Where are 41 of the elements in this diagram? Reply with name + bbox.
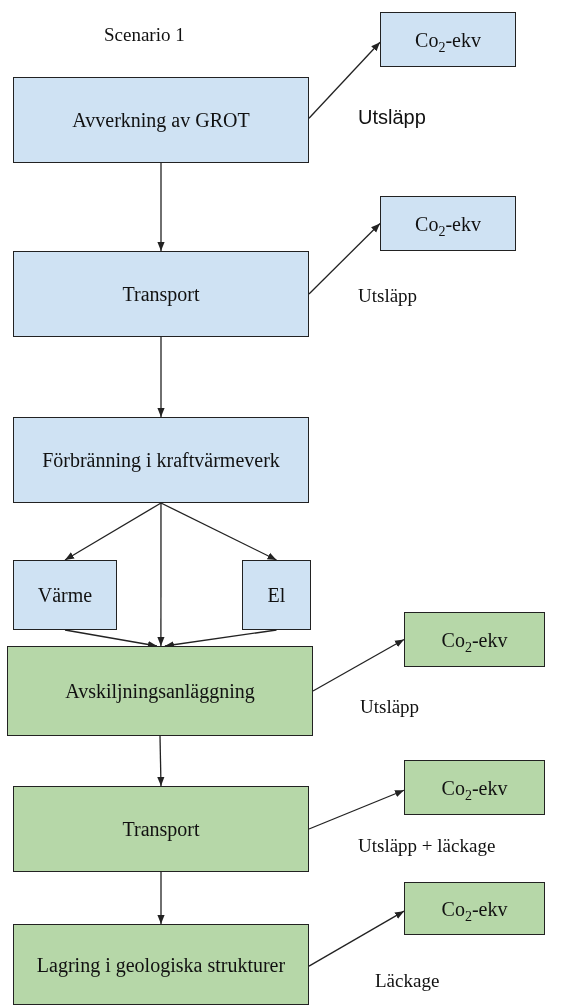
process-box bbox=[13, 251, 309, 337]
process-box bbox=[404, 882, 545, 935]
arrow bbox=[64, 502, 162, 561]
box-label: Avverkning av GROT bbox=[72, 108, 250, 133]
process-box bbox=[13, 417, 309, 503]
arrow bbox=[160, 502, 278, 561]
process-box bbox=[404, 760, 545, 815]
box-label: Co$_{2}$-ekv bbox=[415, 211, 481, 237]
process-box bbox=[13, 560, 117, 630]
arrow bbox=[157, 502, 165, 647]
box-label: Co$_{2}$-ekv bbox=[441, 896, 508, 922]
process-box bbox=[380, 12, 516, 67]
box-label: Co$_{2}$-ekv bbox=[441, 775, 508, 801]
arrow bbox=[308, 910, 405, 967]
arrow bbox=[64, 629, 158, 648]
process-box bbox=[13, 924, 309, 1005]
process-box bbox=[13, 77, 309, 163]
box-label: Co$_{2}$-ekv bbox=[415, 27, 481, 53]
arrow bbox=[157, 336, 165, 418]
process-box bbox=[242, 560, 311, 630]
box-label: Avskiljningsanläggning bbox=[65, 679, 255, 704]
process-box bbox=[404, 612, 545, 667]
box-label: Lagring i geologiska strukturer bbox=[36, 952, 286, 978]
arrow bbox=[312, 638, 405, 692]
box-label: Värme bbox=[37, 583, 93, 608]
arrow bbox=[308, 222, 381, 295]
process-box bbox=[380, 196, 516, 251]
box-label: Co$_{2}$-ekv bbox=[441, 627, 508, 653]
box-label: Förbränning i kraftvärmeverk bbox=[42, 448, 280, 473]
arrow bbox=[308, 41, 381, 119]
diagram-title: Scenario 1 bbox=[104, 24, 185, 46]
edge-label: Utsläpp bbox=[358, 106, 426, 129]
box-label: Transport bbox=[122, 282, 200, 307]
process-box bbox=[13, 786, 309, 872]
arrow bbox=[308, 789, 405, 830]
arrow bbox=[157, 871, 165, 925]
process-box bbox=[7, 646, 313, 736]
box-label: El bbox=[267, 583, 286, 608]
arrow bbox=[157, 735, 165, 787]
box-label: Transport bbox=[122, 817, 200, 842]
arrow bbox=[157, 162, 165, 252]
